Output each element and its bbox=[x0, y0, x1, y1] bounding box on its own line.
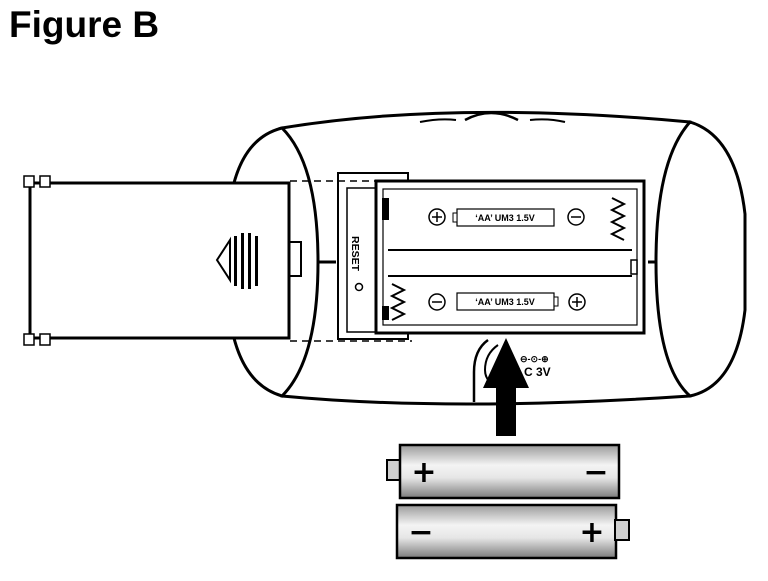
cover-corner-tab bbox=[39, 333, 51, 346]
dc-jack-housing bbox=[472, 338, 489, 402]
reset-button[interactable] bbox=[354, 282, 364, 292]
cell-label-nub bbox=[553, 296, 559, 307]
figure-title: Figure B bbox=[9, 4, 160, 45]
cover-corner-tab bbox=[23, 333, 35, 346]
battery-left-sign: − bbox=[408, 515, 433, 550]
dc-voltage-label: C 3V bbox=[524, 365, 551, 379]
battery-cover[interactable] bbox=[23, 175, 412, 346]
spring-contact bbox=[609, 197, 627, 241]
battery-right-sign: − bbox=[583, 455, 608, 490]
slide-arrow-icon bbox=[215, 236, 231, 284]
battery-compartment: RESET ‘AA’ UM3 1.5V ‘AA’ UM3 bbox=[337, 172, 646, 340]
aa-battery-2[interactable]: − + bbox=[395, 503, 630, 560]
cell-slot-1: ‘AA’ UM3 1.5V bbox=[428, 197, 627, 241]
terminal-tab bbox=[382, 306, 389, 320]
battery-right-sign: + bbox=[579, 515, 604, 550]
top-button-ridge bbox=[419, 118, 566, 123]
cover-panel bbox=[28, 181, 291, 340]
cell-slot-2: ‘AA’ UM3 1.5V bbox=[389, 283, 586, 321]
dc-jack-area: ⊖-⊙-⊕ C 3V bbox=[472, 338, 551, 402]
aa-battery-1[interactable]: + − bbox=[386, 443, 621, 500]
battery-left-sign: + bbox=[411, 455, 436, 490]
dc-polarity-symbols: ⊖-⊙-⊕ bbox=[520, 354, 549, 364]
spring-contact bbox=[389, 283, 407, 321]
battery-body bbox=[398, 443, 621, 500]
top-button bbox=[464, 111, 519, 122]
cover-corner-tab bbox=[23, 175, 35, 188]
cell-label-nub bbox=[452, 212, 458, 223]
terminal-tab bbox=[630, 259, 638, 275]
cell-label: ‘AA’ UM3 1.5V bbox=[475, 213, 535, 223]
grip-ridges-icon bbox=[234, 233, 258, 289]
cover-corner-tab bbox=[39, 175, 51, 188]
battery-terminal-nub bbox=[614, 519, 630, 541]
reset-label: RESET bbox=[349, 236, 361, 272]
cell-label: ‘AA’ UM3 1.5V bbox=[475, 297, 535, 307]
terminal-tab bbox=[382, 198, 389, 220]
device-right-end bbox=[654, 120, 747, 398]
insert-direction-arrow-icon bbox=[483, 338, 529, 436]
